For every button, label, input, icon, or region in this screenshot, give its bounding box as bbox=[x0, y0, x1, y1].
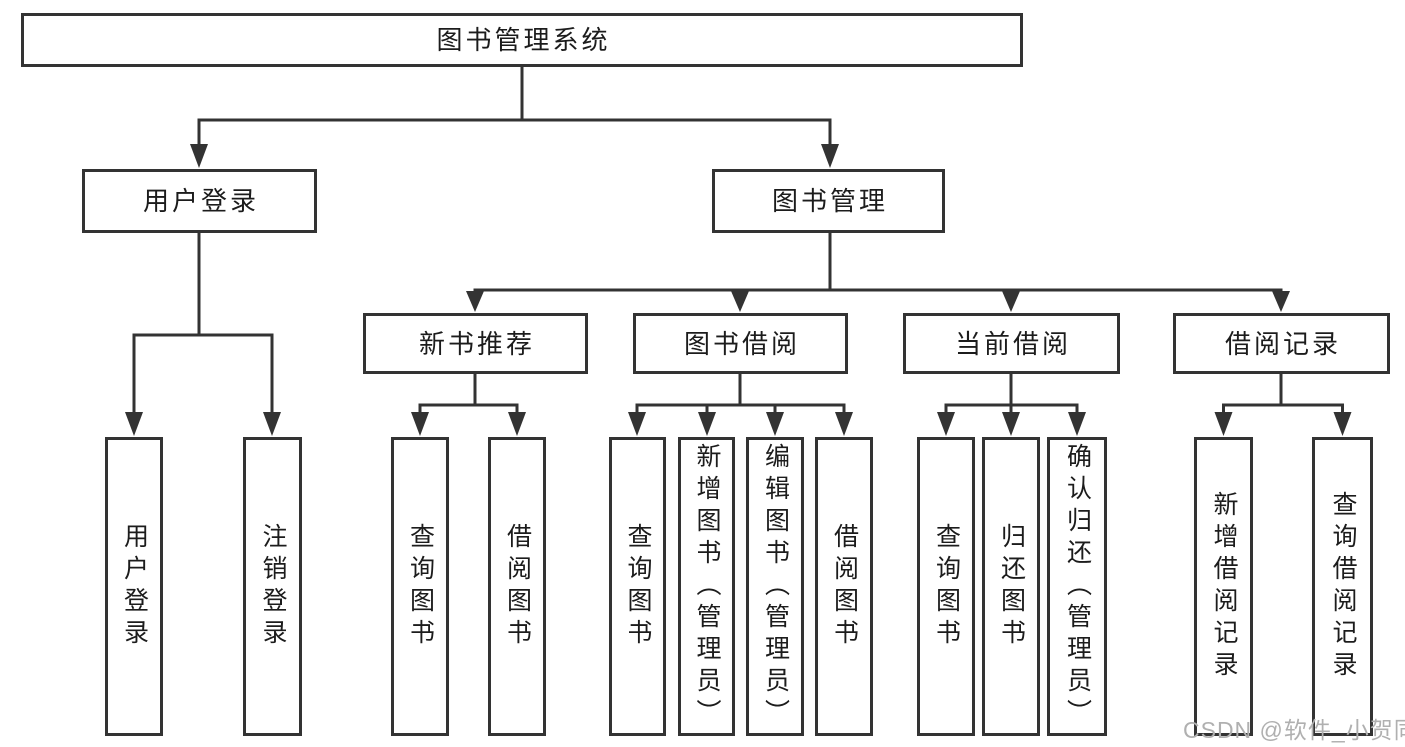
leaf-label: 查询图书 bbox=[932, 522, 961, 651]
node-book-management: 图书管理 bbox=[712, 169, 945, 233]
leaf-user-login: 用户登录 bbox=[105, 437, 163, 736]
leaf-logout: 注销登录 bbox=[243, 437, 302, 736]
leaf-query-books: 查询图书 bbox=[609, 437, 666, 736]
leaf-label: 查询图书 bbox=[406, 522, 435, 651]
leaf-label: 新增借阅记录 bbox=[1210, 490, 1238, 683]
leaf-label: 用户登录 bbox=[120, 522, 149, 651]
node-borrow-records: 借阅记录 bbox=[1173, 313, 1390, 374]
leaf-query-borrow-record: 查询借阅记录 bbox=[1312, 437, 1373, 736]
node-new-book-recommend: 新书推荐 bbox=[363, 313, 588, 374]
leaf-label: 新增图书（管理员） bbox=[693, 442, 721, 731]
leaf-borrow-books-rec: 借阅图书 bbox=[488, 437, 546, 736]
leaf-label: 确认归还（管理员） bbox=[1063, 442, 1092, 731]
leaf-label: 查询图书 bbox=[624, 522, 652, 651]
leaf-label: 借阅图书 bbox=[830, 522, 859, 651]
leaf-edit-books-admin: 编辑图书（管理员） bbox=[746, 437, 804, 736]
node-current-borrowing: 当前借阅 bbox=[903, 313, 1120, 374]
node-user-login: 用户登录 bbox=[82, 169, 317, 233]
arrowheads bbox=[125, 144, 1352, 436]
node-book-borrowing: 图书借阅 bbox=[633, 313, 848, 374]
leaf-borrow-books: 借阅图书 bbox=[815, 437, 873, 736]
leaf-query-books-rec: 查询图书 bbox=[391, 437, 449, 736]
node-root-system: 图书管理系统 bbox=[21, 13, 1023, 67]
leaf-label: 编辑图书（管理员） bbox=[761, 442, 790, 731]
leaf-add-books-admin: 新增图书（管理员） bbox=[678, 437, 735, 736]
leaf-confirm-return-admin: 确认归还（管理员） bbox=[1047, 437, 1107, 736]
leaf-query-books-current: 查询图书 bbox=[917, 437, 975, 736]
leaf-label: 查询借阅记录 bbox=[1329, 490, 1357, 683]
leaf-label: 注销登录 bbox=[259, 522, 287, 651]
leaf-label: 借阅图书 bbox=[503, 522, 532, 651]
leaf-add-borrow-record: 新增借阅记录 bbox=[1194, 437, 1253, 736]
leaf-label: 归还图书 bbox=[997, 522, 1026, 651]
csdn-watermark: CSDN @软件_小贺同学 bbox=[1183, 717, 1405, 743]
leaf-return-books: 归还图书 bbox=[982, 437, 1040, 736]
